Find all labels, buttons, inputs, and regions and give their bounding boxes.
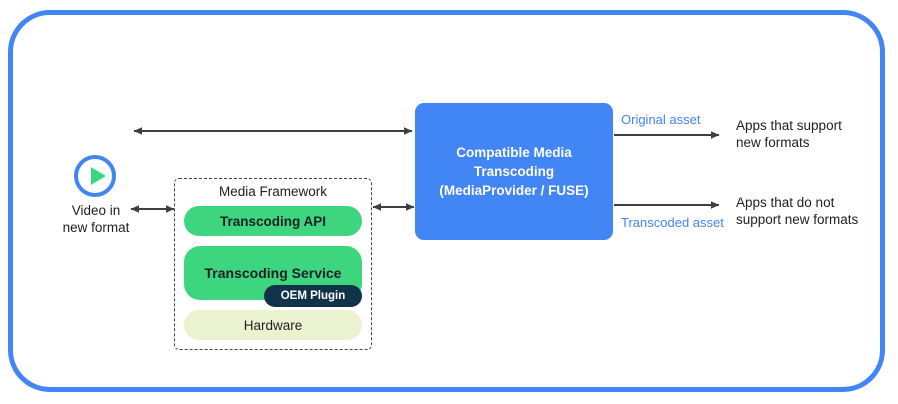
oem-plugin-badge: OEM Plugin <box>264 285 362 307</box>
apps-supporting-label: Apps that support new formats <box>736 118 842 150</box>
transcoded-asset-label: Transcoded asset <box>621 215 724 230</box>
transcoding-api-box: Transcoding API <box>184 206 362 236</box>
original-asset-label: Original asset <box>621 112 701 127</box>
hardware-box: Hardware <box>184 310 362 340</box>
play-triangle-icon <box>91 167 106 185</box>
media-framework-group <box>174 178 372 350</box>
compatible-media-transcoding-box: Compatible Media Transcoding (MediaProvi… <box>415 103 613 240</box>
video-source-label: Video in new format <box>62 203 130 235</box>
outer-frame-border <box>8 10 885 392</box>
play-circle-icon <box>74 155 116 197</box>
media-framework-title: Media Framework <box>218 184 328 199</box>
apps-not-supporting-label: Apps that do not support new formats <box>736 195 859 227</box>
